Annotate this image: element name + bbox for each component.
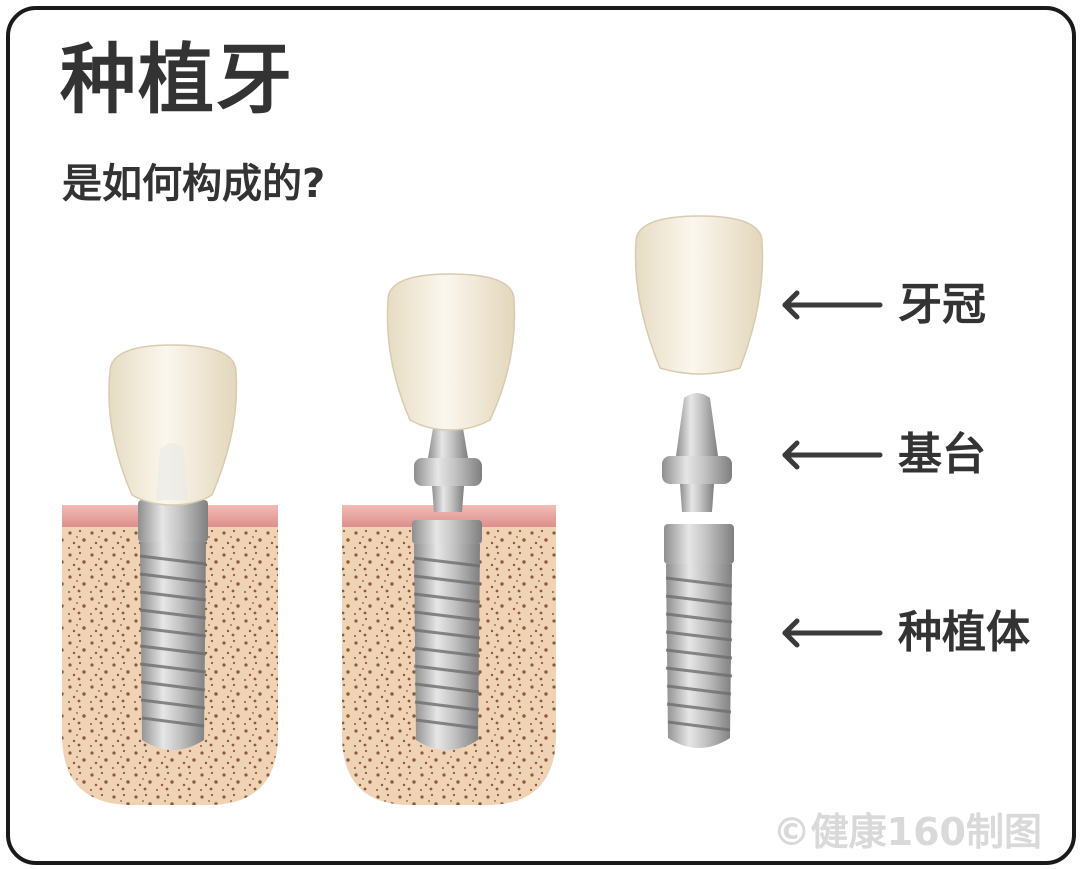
abutment-through-crown (156, 443, 188, 500)
implant-arrow-icon (782, 618, 883, 648)
exploded-implant-components (634, 215, 764, 748)
implant-label: 种植体 (898, 607, 1030, 658)
abutment-neck (432, 486, 464, 512)
abutment-arrow-icon (782, 440, 883, 470)
implant-collar (138, 500, 208, 542)
crown-label: 牙冠 (898, 279, 986, 330)
gum-layer (342, 505, 556, 527)
assembled-implant-model (62, 344, 278, 805)
abutment-base (414, 458, 482, 486)
implant-body-component (664, 524, 734, 748)
page-subtitle: 是如何构成的? (62, 161, 326, 207)
implant-screw (414, 544, 480, 750)
crown (386, 273, 516, 431)
crown-component (634, 215, 764, 375)
crown (108, 344, 238, 506)
page-title: 种植牙 (60, 35, 294, 124)
partially-assembled-implant-model (342, 273, 556, 805)
implant-collar (412, 520, 482, 544)
abutment-label: 基台 (898, 429, 986, 480)
watermark: ©健康160制图 (772, 810, 1042, 854)
crown-arrow-icon (782, 290, 883, 320)
abutment-component (662, 393, 732, 512)
